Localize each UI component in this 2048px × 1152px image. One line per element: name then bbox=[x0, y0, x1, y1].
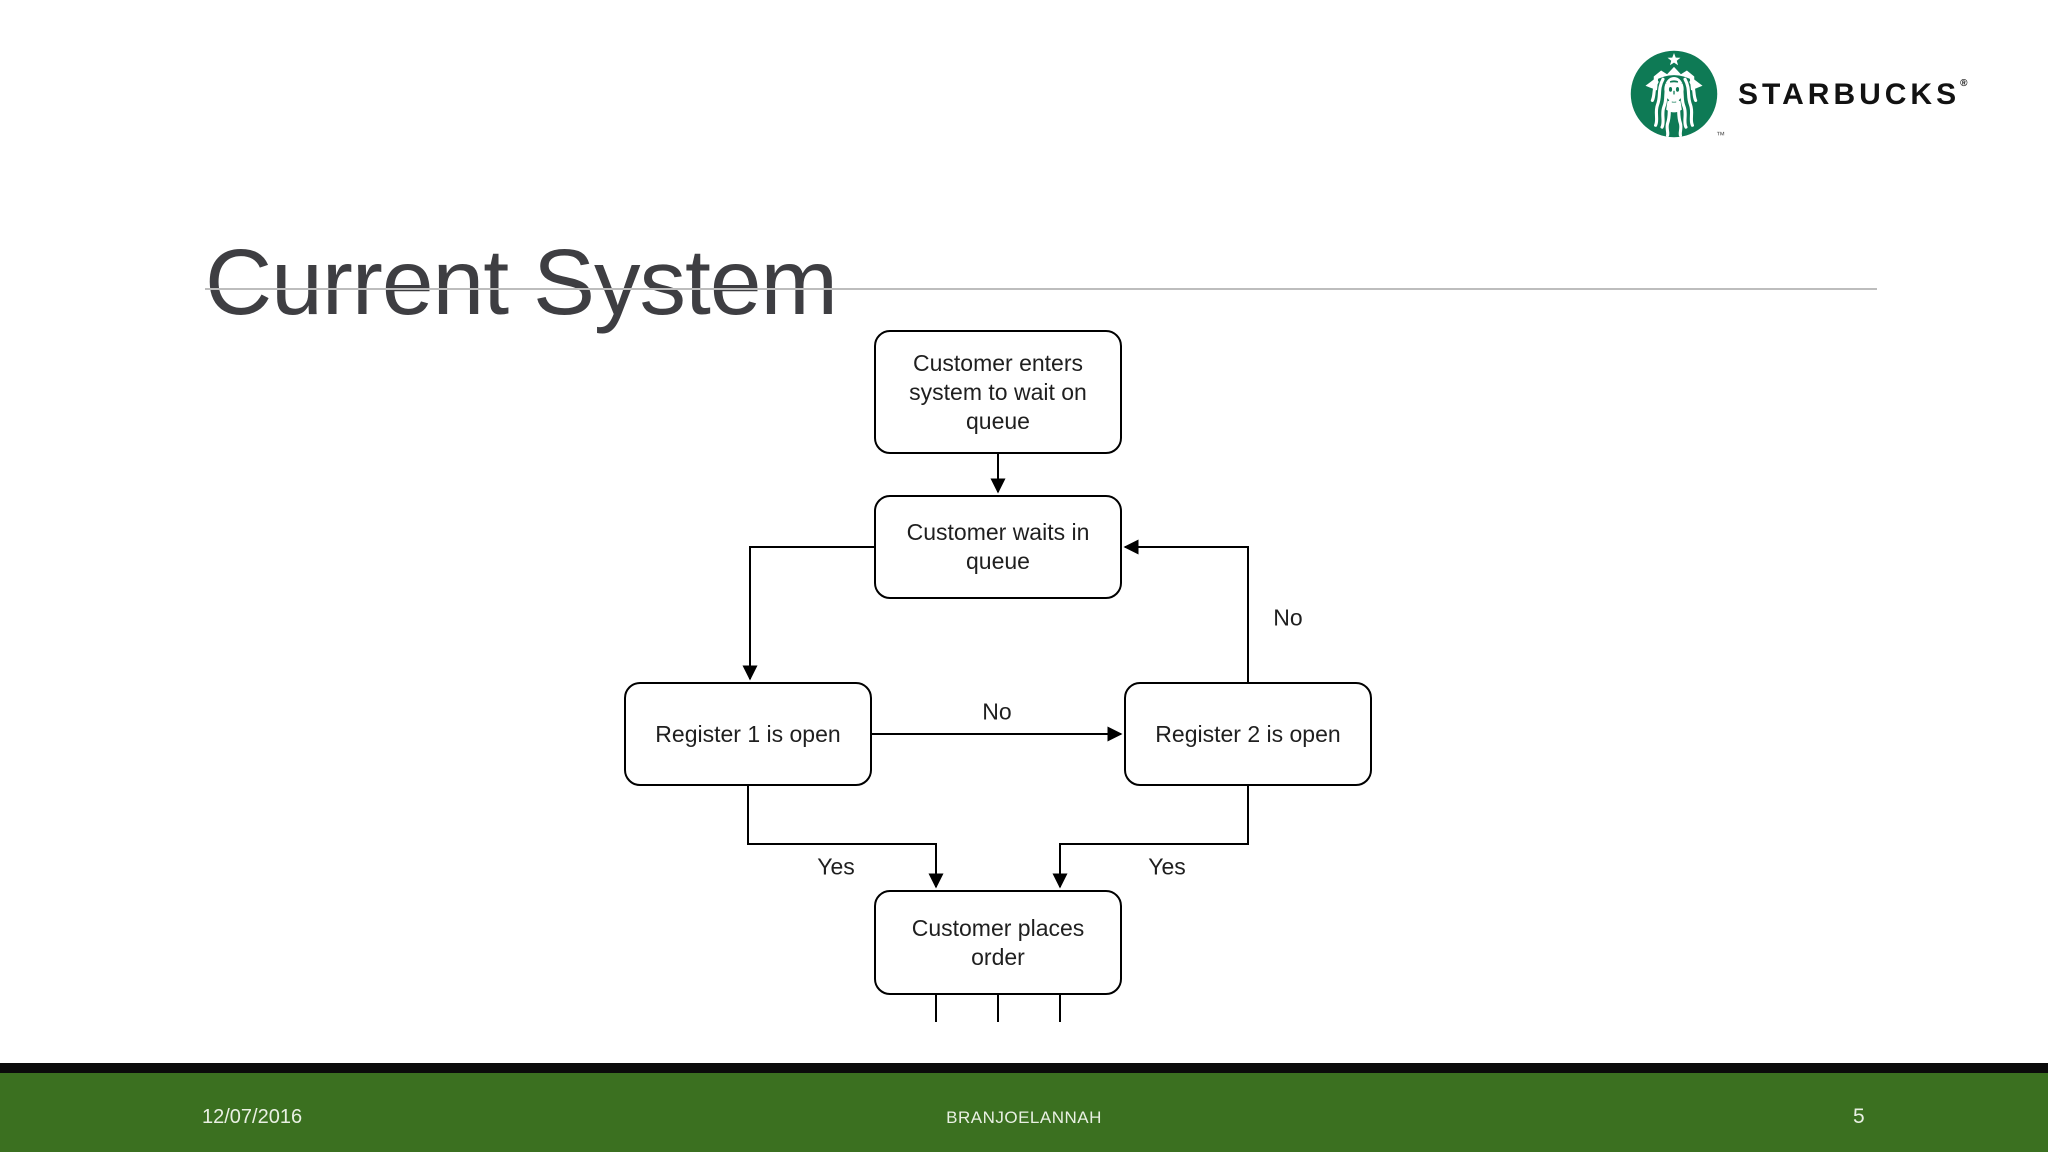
edge-label-yes-register2: Yes bbox=[1148, 853, 1186, 880]
flow-node-customer-enters-label: Customer enters system to wait on queue bbox=[909, 349, 1087, 434]
flow-node-customer-waits-label: Customer waits in queue bbox=[906, 519, 1090, 574]
flow-node-register2: Register 2 is open bbox=[1124, 682, 1372, 786]
flow-node-register2-label: Register 2 is open bbox=[1155, 720, 1341, 747]
title-divider bbox=[205, 288, 1877, 290]
footer-date: 12/07/2016 bbox=[202, 1106, 303, 1128]
edge-label-yes-register1: Yes bbox=[817, 853, 855, 880]
flow-node-customer-places-order-label: Customer places order bbox=[911, 914, 1085, 970]
registered-mark: ® bbox=[1960, 78, 1968, 89]
flow-node-register1-label: Register 1 is open bbox=[655, 720, 841, 747]
flow-node-register1: Register 1 is open bbox=[624, 682, 872, 786]
starbucks-wordmark: STARBUCKS® bbox=[1738, 78, 1967, 112]
footer-page-number: 5 bbox=[1853, 1105, 1865, 1128]
edge-label-no-register2: No bbox=[1273, 604, 1303, 631]
trademark-symbol: ™ bbox=[1716, 130, 1725, 140]
edge-label-no-register1: No bbox=[982, 698, 1012, 725]
flow-node-customer-places-order: Customer places order bbox=[874, 890, 1122, 995]
footer-green-bar: 12/07/2016 BRANJOELANNAH 5 bbox=[0, 1073, 2048, 1152]
starbucks-siren-icon bbox=[1630, 50, 1718, 138]
footer-black-bar bbox=[0, 1063, 2048, 1073]
flow-node-customer-enters: Customer enters system to wait on queue bbox=[874, 330, 1122, 454]
edge-register2-no-to-wait bbox=[1123, 539, 1249, 682]
page-title: Current System bbox=[205, 230, 838, 335]
flow-node-customer-waits: Customer waits in queue bbox=[874, 495, 1122, 599]
footer-author: BRANJOELANNAH bbox=[946, 1108, 1102, 1127]
starbucks-brand-header: ™ STARBUCKS® bbox=[1620, 42, 2020, 152]
edge-wait-to-register1 bbox=[742, 546, 874, 681]
starbucks-wordmark-text: STARBUCKS bbox=[1738, 78, 1961, 111]
